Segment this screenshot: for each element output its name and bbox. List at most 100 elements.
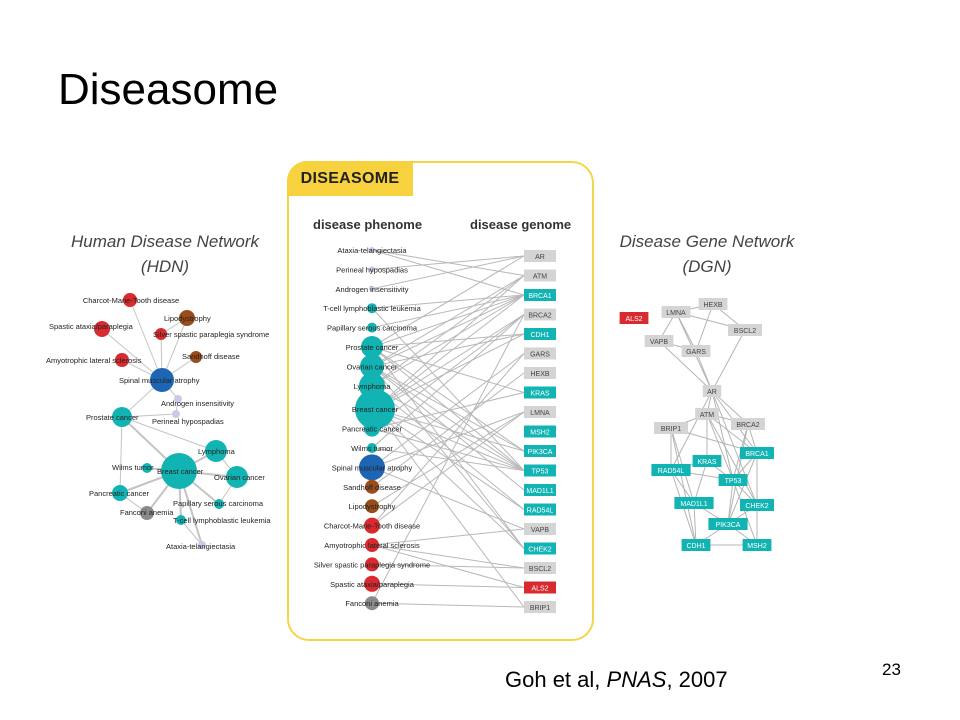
hdn-label-t-cell-lymphoblastic-leukemia: T-cell lymphoblastic leukemia xyxy=(173,516,271,525)
hdn-node-spinal-muscular-atrophy xyxy=(150,368,174,392)
hdn-edge xyxy=(101,328,163,381)
hdn-node-breast-cancer xyxy=(161,453,197,489)
diseasome-link xyxy=(371,563,525,569)
hdn-edge xyxy=(180,519,203,546)
hdn-node-fanconi-anemia xyxy=(140,506,154,520)
dgn-label-mad1l1: MAD1L1 xyxy=(680,501,707,508)
gene-box-ar xyxy=(524,250,556,262)
disease-node-lipodystrophy xyxy=(365,499,379,514)
page-number: 23 xyxy=(882,660,901,679)
hdn-graph: Charcot-Marie-Tooth diseaseLipodystrophy… xyxy=(46,293,271,551)
hdn-label-spinal-muscular-atrophy: Spinal muscular atrophy xyxy=(119,376,200,385)
diseasome-link xyxy=(371,583,525,588)
disease-node-perineal-hypospadias xyxy=(369,266,375,273)
gene-label-atm: ATM xyxy=(533,274,547,281)
dgn-edge xyxy=(711,390,734,481)
diseasome-link xyxy=(374,333,525,410)
disease-label-charcot-marie-tooth-disease: Charcot-Marie-Tooth disease xyxy=(324,522,420,531)
gene-box-mad1l1 xyxy=(524,484,556,496)
hdn-label-pancreatic-cancer: Pancreatic cancer xyxy=(89,489,150,498)
gene-label-msh2: MSH2 xyxy=(530,430,550,437)
disease-node-sandhoff-disease xyxy=(365,479,379,494)
diseasome-link xyxy=(371,294,525,387)
hdn-label-amyotrophic-lateral-sclerosis: Amyotrophic lateral sclerosis xyxy=(46,356,142,365)
citation: Goh et al, PNAS, 2007 xyxy=(505,667,728,693)
diseasome-link xyxy=(371,275,525,387)
hdn-node-ovarian-cancer xyxy=(226,466,248,488)
diseasome-link xyxy=(371,544,525,569)
diseasome-link xyxy=(371,602,525,608)
gene-label-gars: GARS xyxy=(530,352,550,359)
gene-box-brca2 xyxy=(524,308,556,321)
dgn-label-brca1: BRCA1 xyxy=(745,451,768,458)
disease-node-pancreatic-cancer xyxy=(364,420,380,437)
dgn-edge xyxy=(706,413,734,481)
dgn-node-pik3ca xyxy=(708,518,748,530)
disease-node-spastic-ataxia-paraplegia xyxy=(364,575,380,592)
disease-label-amyotrophic-lateral-sclerosis: Amyotrophic lateral sclerosis xyxy=(324,541,420,550)
diseasome-link xyxy=(371,365,525,471)
genome-heading: disease genome xyxy=(470,217,572,232)
dgn-label-als2: ALS2 xyxy=(625,316,642,323)
disease-label-spinal-muscular-atrophy: Spinal muscular atrophy xyxy=(332,463,413,472)
hdn-label-fanconi-anemia: Fanconi anemia xyxy=(120,508,174,517)
dgn-node-kras xyxy=(692,455,722,467)
diseasome-link xyxy=(371,528,525,546)
diseasome-link xyxy=(371,294,525,329)
dgn-label-msh2: MSH2 xyxy=(747,543,767,550)
dgn-label-brca2: BRCA2 xyxy=(736,422,759,429)
hdn-node-papillary-serous-carcinoma xyxy=(214,499,224,509)
gene-box-bscl2 xyxy=(524,562,556,574)
dgn-label-pik3ca: PIK3CA xyxy=(716,522,741,529)
gene-label-cdh1: CDH1 xyxy=(530,332,549,339)
dgn-node-hexb xyxy=(698,298,728,310)
hdn-label-perineal-hypospadias: Perineal hypospadias xyxy=(152,417,224,426)
gene-label-hexb: HEXB xyxy=(530,371,549,378)
diseasome-panel xyxy=(287,161,594,641)
dgn-node-atm xyxy=(695,408,719,420)
hdn-label-papillary-serous-carcinoma: Papillary serous carcinoma xyxy=(173,499,264,508)
gene-label-mad1l1: MAD1L1 xyxy=(526,488,553,495)
gene-box-chek2 xyxy=(524,542,556,555)
gene-label-brca2: BRCA2 xyxy=(528,313,551,320)
disease-label-pancreatic-cancer: Pancreatic cancer xyxy=(342,425,403,434)
gene-label-brip1: BRIP1 xyxy=(530,605,550,612)
dgn-edge xyxy=(693,502,697,546)
diseasome-link xyxy=(374,408,525,452)
dgn-title: Disease Gene Network (DGN) xyxy=(597,232,817,277)
dgn-label-cdh1: CDH1 xyxy=(686,543,705,550)
hdn-node-lipodystrophy xyxy=(179,310,195,326)
hdn-node-androgen-insensitivity xyxy=(174,395,182,403)
disease-label-t-cell-lymphoblastic-leukemia: T-cell lymphoblastic leukemia xyxy=(323,304,421,313)
dgn-label-vapb: VAPB xyxy=(650,339,668,346)
hdn-node-silver-spastic-paraplegia-syndrome xyxy=(155,328,167,340)
dgn-node-brca1 xyxy=(740,447,774,459)
hdn-node-prostate-cancer xyxy=(112,407,132,427)
gene-box-hexb xyxy=(524,367,556,379)
dgn-node-gars xyxy=(681,345,711,357)
diseasome-link xyxy=(371,466,525,530)
hdn-label-wilms-tumor: Wilms tumor xyxy=(112,463,154,472)
disease-label-sandhoff-disease: Sandhoff disease xyxy=(343,483,401,492)
gene-label-pik3ca: PIK3CA xyxy=(528,449,553,456)
dgn-edge xyxy=(693,460,708,504)
gene-label-brca1: BRCA1 xyxy=(528,293,551,300)
dgn-node-rad54l xyxy=(651,464,691,476)
slide-title: Diseasome xyxy=(58,65,279,114)
hdn-edge xyxy=(119,416,123,494)
dgn-label-atm: ATM xyxy=(700,412,714,419)
hdn-title: Human Disease Network (HDN) xyxy=(50,232,280,277)
gene-label-rad54l: RAD54L xyxy=(527,508,554,515)
diseasome-link xyxy=(374,314,525,410)
hdn-label-silver-spastic-paraplegia-syndrome: Silver spastic paraplegia syndrome xyxy=(153,330,269,339)
disease-label-fanconi-anemia: Fanconi anemia xyxy=(345,599,399,608)
diseasome-link xyxy=(371,385,525,471)
hdn-node-sandhoff-disease xyxy=(190,351,202,363)
disease-label-lymphoma: Lymphoma xyxy=(354,382,392,391)
gene-label-kras: KRAS xyxy=(530,391,549,398)
disease-label-androgen-insensitivity: Androgen insensitivity xyxy=(336,285,409,294)
disease-label-lipodystrophy: Lipodystrophy xyxy=(349,502,396,511)
dgn-node-cdh1 xyxy=(681,539,711,551)
disease-node-t-cell-lymphoblastic-leukemia xyxy=(367,303,377,314)
